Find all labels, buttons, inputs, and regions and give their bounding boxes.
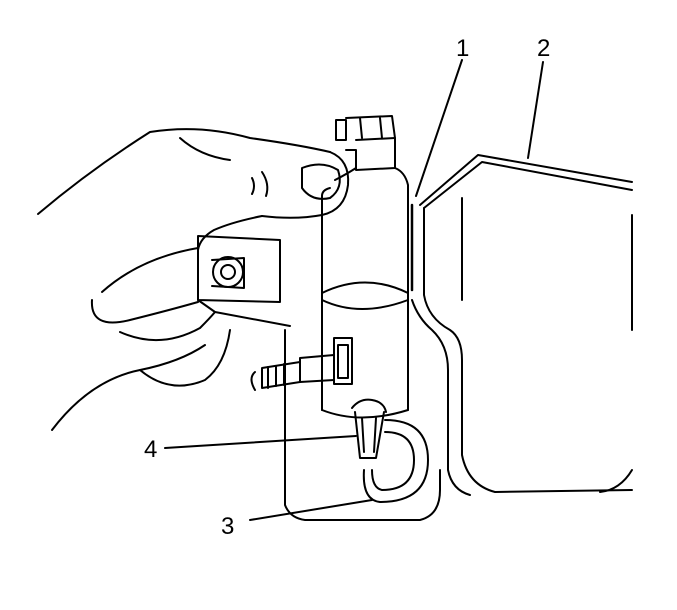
leader-line-1	[415, 59, 463, 197]
pump-outlet-and-hose	[351, 398, 429, 503]
callout-1: 1	[456, 35, 469, 62]
leader-lines	[164, 59, 544, 521]
mounting-bracket	[197, 235, 291, 327]
hand	[37, 128, 350, 431]
callout-2: 2	[537, 35, 550, 62]
callout-3: 3	[221, 513, 234, 540]
reservoir	[410, 154, 633, 493]
reservoir-lower-housing	[284, 299, 471, 521]
leader-line-2	[527, 61, 544, 159]
leader-line-3	[249, 499, 373, 521]
callout-4: 4	[144, 436, 157, 463]
washer-pump	[250, 115, 409, 419]
leader-line-4	[164, 435, 357, 449]
